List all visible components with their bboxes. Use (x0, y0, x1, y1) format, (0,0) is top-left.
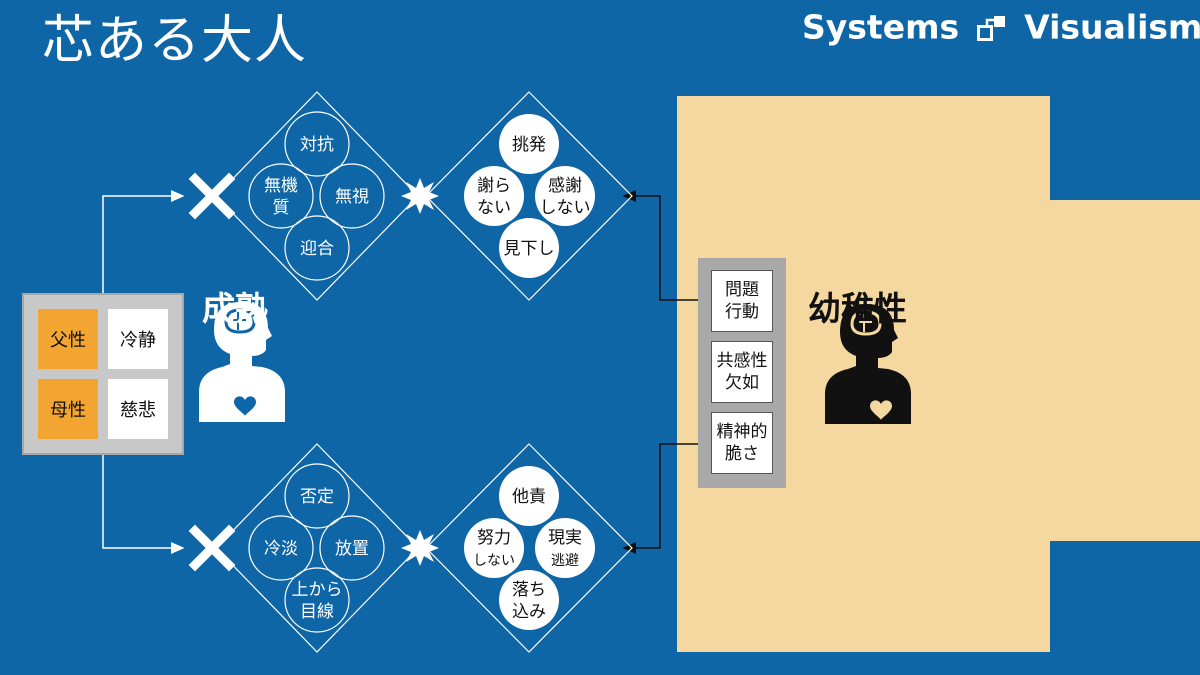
page-title: 芯ある大人 (42, 11, 308, 71)
maturity-connector-top (102, 190, 185, 294)
top-reaction-diamond: 対抗 無機 質 無視 迎合 (215, 91, 419, 301)
grid-cell-label: 父性 (50, 330, 86, 351)
childishness-heading: 幼稚性 (808, 289, 907, 328)
behavior-left-label-line2: しない (473, 553, 515, 569)
tag-line2: 欠如 (725, 373, 759, 393)
reaction-bottom-label-line2: 目線 (300, 602, 334, 622)
childish-person-icon (825, 304, 911, 424)
maturity-connector-bottom (102, 454, 185, 554)
rejection-x-icon-top (188, 172, 236, 220)
grid-cell-label: 慈悲 (120, 400, 156, 421)
behavior-top-label: 挑発 (512, 135, 546, 155)
grid-cell-label: 母性 (50, 400, 86, 421)
grid-cell-compassion: 慈悲 (108, 379, 168, 439)
behavior-left-label-line1: 謝ら (477, 176, 511, 196)
reaction-top-label: 否定 (300, 487, 334, 507)
reaction-bottom-label: 迎合 (300, 239, 334, 259)
tag-lack-of-empathy: 共感性 欠如 (711, 341, 773, 403)
childishness-connector-bottom (622, 443, 698, 554)
rejection-x-icon-bottom (188, 524, 236, 572)
conflict-burst-icon-top (401, 178, 439, 214)
top-behavior-diamond: 挑発 謝ら ない 感謝 しない 見下し (425, 91, 633, 301)
bottom-reaction-diamond: 否定 冷淡 放置 上から 目線 (215, 443, 419, 653)
reaction-left-label-line1: 無機 (264, 176, 298, 196)
reaction-right-label: 放置 (335, 539, 369, 559)
mature-person-icon (199, 302, 285, 422)
brand-right-text: Visualism (1024, 7, 1200, 47)
tag-line1: 問題 (725, 280, 759, 300)
grid-cell-maternal: 母性 (38, 379, 98, 439)
behavior-right-label-line2: 逃避 (551, 553, 579, 569)
childishness-area-extension (1050, 200, 1200, 541)
grid-cell-label: 冷静 (120, 330, 156, 351)
brand-left-text: Systems (802, 7, 960, 47)
systems-logo-icon (976, 15, 1005, 41)
tag-line1: 共感性 (716, 351, 768, 371)
bottom-behavior-diamond: 他責 努力 しない 現実 逃避 落ち 込み (425, 443, 633, 653)
reaction-right-label: 無視 (335, 187, 369, 207)
conflict-burst-icon-bottom (401, 530, 439, 566)
behavior-right-label-line1: 感謝 (548, 176, 582, 196)
behavior-right-label-line1: 現実 (548, 528, 582, 548)
reaction-top-label: 対抗 (300, 135, 334, 155)
reaction-left-label: 冷淡 (264, 539, 298, 559)
tag-problem-behavior: 問題 行動 (711, 270, 773, 332)
behavior-bottom-label-line2: 込み (512, 602, 546, 622)
behavior-right-label-line2: しない (540, 198, 591, 218)
behavior-bottom-label-line1: 落ち (512, 580, 546, 600)
childishness-connector-top (622, 190, 698, 301)
behavior-top-label: 他責 (512, 487, 546, 507)
reaction-bottom-label-line1: 上から (292, 580, 343, 600)
maturity-heading: 成熟 (202, 289, 268, 328)
tag-line2: 脆さ (725, 444, 759, 464)
tag-mental-fragility: 精神的 脆さ (711, 412, 773, 474)
tag-line1: 精神的 (716, 422, 768, 442)
brand-logo: Systems Visualism (802, 6, 1200, 47)
grid-cell-paternal: 父性 (38, 309, 98, 369)
tag-line2: 行動 (725, 302, 759, 322)
behavior-left-label-line1: 努力 (477, 528, 511, 548)
grid-cell-calm: 冷静 (108, 309, 168, 369)
maturity-grid: 父性 冷静 母性 慈悲 (22, 293, 184, 455)
behavior-bottom-label: 見下し (504, 239, 555, 259)
behavior-left-label-line2: ない (477, 198, 511, 218)
reaction-left-label-line2: 質 (273, 198, 290, 218)
